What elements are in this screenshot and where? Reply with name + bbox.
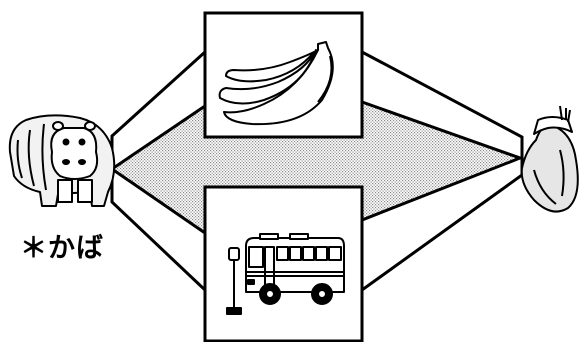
- hippo-icon: [10, 115, 114, 206]
- eggplant-icon: [522, 106, 578, 212]
- hippo-caption: ＊かば: [20, 226, 104, 265]
